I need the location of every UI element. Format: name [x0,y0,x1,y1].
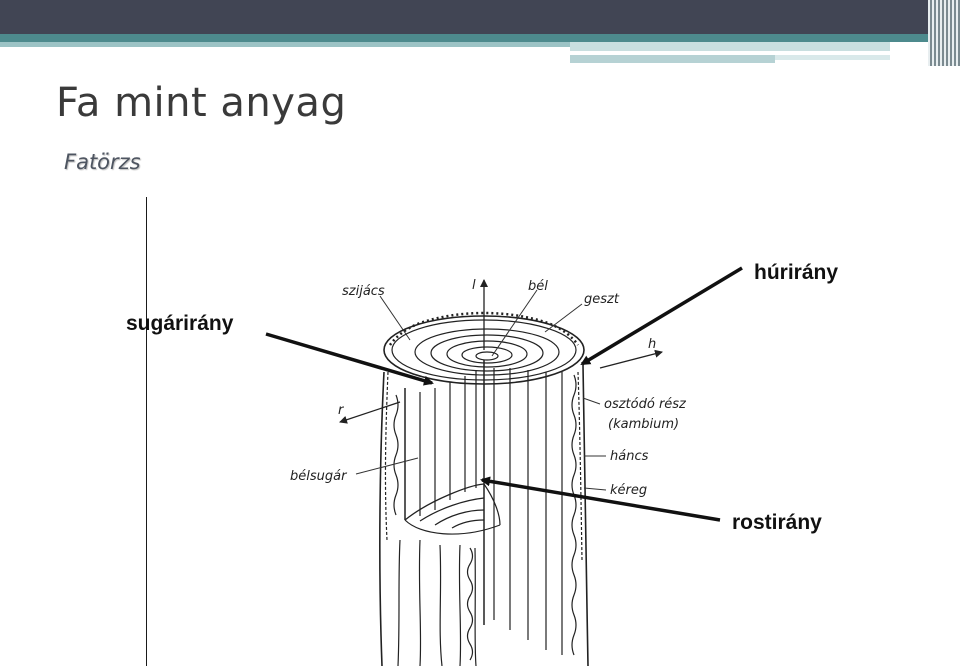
label-leaders [355,289,607,491]
label-huririany: húrirány [754,261,838,284]
axis-r-arrow [339,401,401,424]
header-stripe-decoration [928,0,960,66]
axis-letter-r: r [338,403,345,418]
label-sugarirany: sugárirány [126,312,234,335]
label-hancs: háncs [610,449,649,464]
axis-arrows [339,279,663,424]
label-geszt: geszt [584,292,620,307]
header-accent-band [0,34,960,42]
longitudinal-direction-arrow [480,476,721,522]
label-kambium: (kambium) [608,417,679,432]
label-belsugar: bélsugár [290,469,348,484]
tangential-direction-arrow [580,266,743,366]
header-bar [0,0,960,34]
label-osztodo-resz: osztódó rész [604,397,687,412]
vertical-divider-line [146,197,147,666]
axis-letter-l: l [472,278,476,293]
label-szijacs: szijács [342,284,385,299]
axis-letter-h: h [648,337,656,352]
slide-subtitle: Fatörzs [64,150,141,174]
label-bel: bél [528,279,548,294]
label-rostirany: rostirány [732,511,822,534]
direction-arrows [265,266,743,522]
header-accent-band-pale [570,42,890,51]
slide-title: Fa mint anyag [56,80,347,126]
axis-h-arrow [599,349,663,369]
trunk-drawing [379,311,589,666]
label-kereg: kéreg [610,483,647,498]
radial-direction-arrow [265,332,434,386]
header-accent-band-light [0,42,570,47]
header-accent-band-faint [775,55,890,60]
header-accent-band-short [570,55,775,63]
